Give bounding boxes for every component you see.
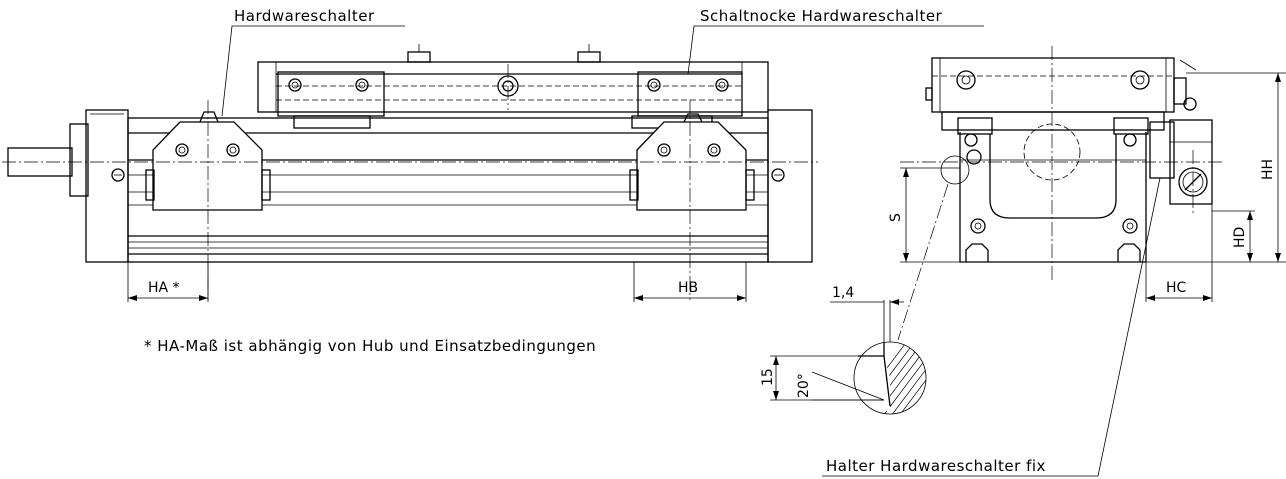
dim-angle: 20° (796, 373, 812, 398)
label-holder: Halter Hardwareschalter fix (822, 177, 1161, 477)
dim-gap: 1,4 (832, 285, 854, 301)
holder-label: Halter Hardwareschalter fix (826, 457, 1046, 475)
dim-height: 15 (760, 368, 776, 386)
label-hardware-switch: Hardwareschalter (221, 7, 405, 117)
detail-marker (940, 155, 970, 185)
front-view: HH HD S HC (888, 46, 1286, 302)
detail-view: 1,4 15 20° (760, 285, 927, 415)
ha-note: * HA-Maß ist abhängig von Hub und Einsat… (144, 337, 596, 355)
dim-s: S (888, 213, 904, 222)
label-switch-cam: Schaltnocke Hardwareschalter (687, 7, 984, 75)
switch-cam-label: Schaltnocke Hardwareschalter (700, 7, 943, 25)
dim-ha: HA * (148, 280, 180, 296)
dim-hh: HH (1260, 159, 1276, 180)
dim-hd: HD (1232, 227, 1248, 248)
side-view: HA * HB (2, 44, 818, 302)
dim-hc: HC (1166, 280, 1187, 296)
dim-hb: HB (678, 280, 698, 296)
hardware-switch-label: Hardwareschalter (234, 7, 375, 25)
